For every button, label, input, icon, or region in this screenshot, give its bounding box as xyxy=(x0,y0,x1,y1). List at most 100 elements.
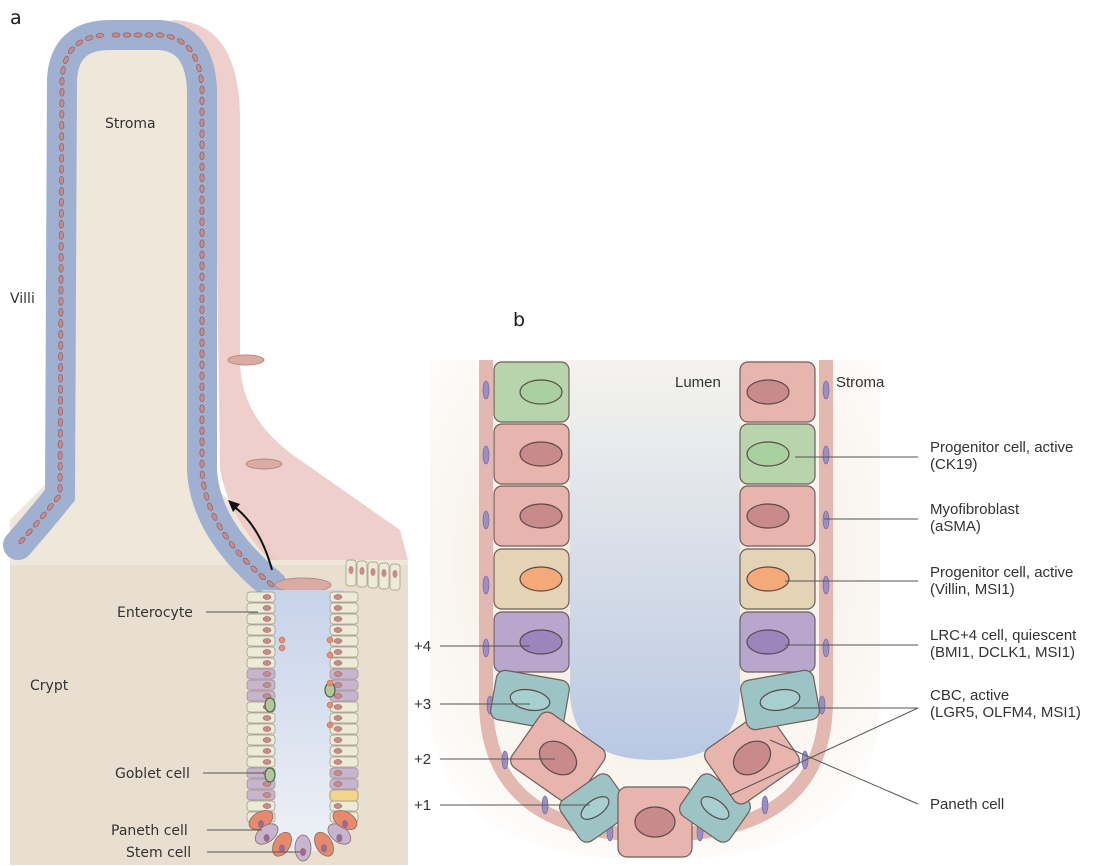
nucleus-right xyxy=(747,504,789,528)
enterocyte-nucleus xyxy=(200,295,204,303)
crypt-nucleus xyxy=(334,650,342,655)
crypt-nucleus xyxy=(334,760,342,765)
enterocyte-nucleus xyxy=(59,341,63,349)
crypt-nucleus xyxy=(334,705,342,710)
enterocyte-nucleus xyxy=(200,427,204,435)
crypt-base-nucleus xyxy=(635,807,675,837)
nucleus-right xyxy=(747,380,789,404)
crypt-nucleus xyxy=(263,727,271,732)
enterocyte-nucleus xyxy=(200,174,204,182)
enterocyte-nucleus xyxy=(200,328,204,336)
enterocyte-nucleus xyxy=(200,449,204,457)
enterocyte-nucleus xyxy=(58,462,62,470)
enterocyte-nucleus xyxy=(200,240,204,248)
enterocyte-nucleus xyxy=(60,77,64,85)
enterocyte-nucleus xyxy=(59,231,63,239)
enterocyte-nucleus xyxy=(200,383,204,391)
crypt-nucleus xyxy=(334,661,342,666)
enterocyte-nucleus xyxy=(59,176,63,184)
nucleus-left xyxy=(520,442,562,466)
position-plus4: +4 xyxy=(414,638,431,655)
fibroblast-nucleus xyxy=(823,381,829,399)
fibroblast-nucleus xyxy=(823,446,829,464)
annotation-3-line1: Progenitor cell, active xyxy=(930,564,1073,581)
enterocyte-nucleus xyxy=(200,471,205,479)
fibroblast-nucleus xyxy=(483,446,489,464)
enterocyte-nucleus xyxy=(58,363,62,371)
enterocyte-nucleus xyxy=(59,154,63,162)
stroma-cell xyxy=(246,459,282,469)
yellow-cell xyxy=(330,790,358,801)
enterocyte-nucleus xyxy=(200,163,204,171)
panel-a-letter: a xyxy=(10,7,22,29)
enterocyte-nucleus xyxy=(200,251,204,259)
enterocyte-nucleus xyxy=(200,152,204,160)
fibroblast-nucleus xyxy=(823,639,829,657)
stroma-cell xyxy=(275,578,331,592)
granule xyxy=(279,645,285,651)
enterocyte-nucleus xyxy=(112,33,120,37)
crypt-nucleus xyxy=(349,566,354,574)
crypt-nucleus xyxy=(263,606,271,611)
crypt-nucleus xyxy=(263,760,271,765)
panel-a: a Stroma Villi Crypt Enterocyte Goblet c… xyxy=(10,7,408,865)
enterocyte-nucleus xyxy=(58,473,62,481)
crypt-nucleus xyxy=(334,749,342,754)
crypt-nucleus xyxy=(334,716,342,721)
enterocyte-nucleus xyxy=(58,374,62,382)
enterocyte-nucleus xyxy=(59,165,63,173)
crypt-nucleus xyxy=(334,782,342,787)
granule xyxy=(327,652,333,658)
enterocyte-nucleus xyxy=(58,352,62,360)
enterocyte-nucleus xyxy=(59,209,63,217)
granule xyxy=(279,637,285,643)
crypt-nucleus xyxy=(371,568,376,576)
enterocyte-nucleus xyxy=(60,99,64,107)
crypt-nucleus xyxy=(334,606,342,611)
enterocyte-nucleus xyxy=(59,286,63,294)
crypt-nucleus xyxy=(334,804,342,809)
enterocyte-nucleus xyxy=(200,394,204,402)
base-nucleus xyxy=(321,844,327,852)
enterocyte-nucleus xyxy=(200,405,204,413)
fibroblast-nucleus xyxy=(483,576,489,594)
enterocyte-nucleus xyxy=(58,407,62,415)
crypt-nucleus xyxy=(263,661,271,666)
enterocyte-nucleus xyxy=(59,330,63,338)
fibroblast-nucleus xyxy=(483,639,489,657)
crypt-nucleus xyxy=(334,672,342,677)
panel-b-letter: b xyxy=(513,309,525,331)
crypt-nucleus xyxy=(334,738,342,743)
annotation-6-line1: Paneth cell xyxy=(930,796,1004,813)
crypt-nucleus xyxy=(334,617,342,622)
enterocyte-nucleus xyxy=(59,308,63,316)
enterocyte-nucleus xyxy=(200,438,204,446)
annotation-5-line1: CBC, active xyxy=(930,687,1009,704)
granule xyxy=(327,637,333,643)
enterocyte-nucleus xyxy=(59,319,63,327)
enterocyte-nucleus xyxy=(200,86,204,94)
enterocyte-nucleus xyxy=(59,297,63,305)
nucleus-right xyxy=(747,442,789,466)
annotation-5-line2: (LGR5, OLFM4, MSI1) xyxy=(930,704,1081,721)
enterocyte-nucleus xyxy=(145,33,153,37)
nucleus-left xyxy=(520,380,562,404)
lumen xyxy=(570,360,740,760)
enterocyte-nucleus xyxy=(200,97,204,105)
enterocyte-nucleus xyxy=(200,119,204,127)
crypt-nucleus xyxy=(334,628,342,633)
enterocyte-nucleus xyxy=(59,198,63,206)
nucleus-right xyxy=(747,567,789,591)
crypt-nucleus xyxy=(263,617,271,622)
fibroblast-nucleus xyxy=(823,576,829,594)
enterocyte-nucleus xyxy=(200,185,204,193)
enterocyte-nucleus xyxy=(60,121,64,129)
enterocyte-nucleus xyxy=(200,196,204,204)
granule xyxy=(327,722,333,728)
nucleus-left xyxy=(520,504,562,528)
base-nucleus xyxy=(264,834,270,842)
position-plus3: +3 xyxy=(414,696,431,713)
crypt-nucleus xyxy=(263,738,271,743)
enterocyte-nucleus xyxy=(200,108,204,116)
crypt-nucleus xyxy=(263,628,271,633)
